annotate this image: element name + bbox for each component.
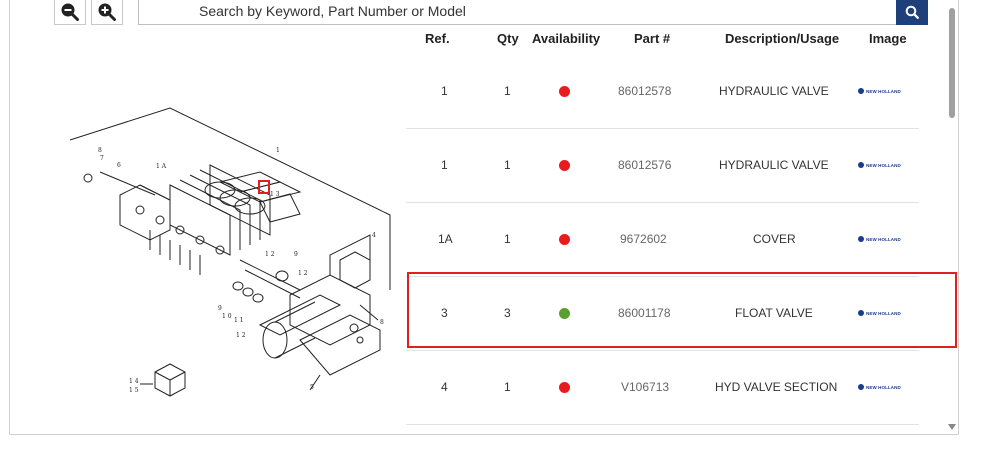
row-qty: 1 xyxy=(504,158,511,172)
header-qty: Qty xyxy=(497,31,519,46)
availability-indicator xyxy=(559,234,570,245)
callout-label: 9 xyxy=(294,251,298,258)
table-row[interactable]: 1 1 86012576 HYDRAULIC VALVE NEW HOLLAND xyxy=(406,129,919,203)
row-description: COVER xyxy=(753,232,796,246)
callout-label: 1 2 xyxy=(236,332,246,339)
leaf-icon xyxy=(858,162,864,168)
brand-logo: NEW HOLLAND xyxy=(858,162,901,168)
row-part-number[interactable]: 86012578 xyxy=(618,84,672,98)
table-row-selected[interactable]: 3 3 86001178 FLOAT VALVE NEW HOLLAND xyxy=(406,277,919,351)
search-bar xyxy=(138,0,928,25)
scroll-down-arrow-icon[interactable] xyxy=(948,424,956,430)
leaf-icon xyxy=(858,384,864,390)
row-qty: 1 xyxy=(504,380,511,394)
scroll-thumb[interactable] xyxy=(949,8,955,118)
header-ref: Ref. xyxy=(425,31,450,46)
table-row[interactable]: 1A 1 9672602 COVER NEW HOLLAND xyxy=(406,203,919,277)
table-row[interactable]: 4 1 V106713 HYD VALVE SECTION NEW HOLLAN… xyxy=(406,351,919,425)
row-ref: 4 xyxy=(441,380,448,394)
search-icon xyxy=(905,5,919,19)
row-description: HYDRAULIC VALVE xyxy=(719,158,829,172)
row-description: HYD VALVE SECTION xyxy=(715,380,838,394)
availability-indicator xyxy=(559,160,570,171)
header-availability: Availability xyxy=(532,31,601,46)
zoom-out-button[interactable] xyxy=(54,0,86,25)
row-qty: 1 xyxy=(504,232,511,246)
callout-label: 1 4 xyxy=(129,378,139,385)
row-description: FLOAT VALVE xyxy=(735,306,813,320)
callout-label: 1 2 xyxy=(265,251,275,258)
callout-label: 6 xyxy=(117,162,121,169)
callout-label: 8 xyxy=(380,319,384,326)
row-part-number[interactable]: 86012576 xyxy=(618,158,672,172)
leaf-icon xyxy=(858,236,864,242)
leaf-icon xyxy=(858,88,864,94)
header-image: Image xyxy=(869,31,907,46)
row-ref: 1 xyxy=(441,84,448,98)
callout-label: 8 xyxy=(98,147,102,154)
row-ref: 1A xyxy=(438,232,453,246)
brand-logo: NEW HOLLAND xyxy=(858,88,901,94)
zoom-in-button[interactable] xyxy=(91,0,123,25)
table-row[interactable]: 1 1 86012578 HYDRAULIC VALVE NEW HOLLAND xyxy=(406,55,919,129)
row-description: HYDRAULIC VALVE xyxy=(719,84,829,98)
callout-label: 4 xyxy=(372,232,376,239)
leaf-icon xyxy=(858,310,864,316)
callout-label: 1 A xyxy=(156,163,167,170)
parts-table-body: 1 1 86012578 HYDRAULIC VALVE NEW HOLLAND… xyxy=(406,55,919,425)
callout-label: 1 3 xyxy=(270,191,280,198)
callout-label: 1 1 xyxy=(234,317,244,324)
zoom-out-icon xyxy=(61,3,79,21)
row-qty: 1 xyxy=(504,84,511,98)
callout-label: 1 xyxy=(276,147,280,154)
callout-label: 1 2 xyxy=(298,270,308,277)
availability-indicator xyxy=(559,308,570,319)
callout-label: 1 5 xyxy=(129,387,139,394)
search-button[interactable] xyxy=(896,0,928,25)
brand-logo: NEW HOLLAND xyxy=(858,310,901,316)
row-part-number[interactable]: 9672602 xyxy=(620,232,667,246)
availability-indicator xyxy=(559,382,570,393)
row-ref: 1 xyxy=(441,158,448,172)
availability-indicator xyxy=(559,86,570,97)
highlighted-callout-marker[interactable] xyxy=(258,180,270,194)
row-part-number[interactable]: V106713 xyxy=(621,380,670,394)
search-input[interactable] xyxy=(199,0,839,22)
row-ref: 3 xyxy=(441,306,448,320)
callout-label: 5 xyxy=(310,384,314,391)
parts-table-header: Ref. Qty Availability Part # Description… xyxy=(406,31,919,49)
callout-label: 7 xyxy=(100,155,104,162)
header-part-number: Part # xyxy=(634,31,671,46)
header-description: Description/Usage xyxy=(725,31,840,46)
parts-catalog-panel: 1 1 A 6 7 8 1 3 4 1 2 9 1 2 9 1 0 1 1 1 … xyxy=(9,0,959,435)
exploded-parts-diagram[interactable]: 1 1 A 6 7 8 1 3 4 1 2 9 1 2 9 1 0 1 1 1 … xyxy=(60,100,400,405)
callout-label: 9 xyxy=(218,305,222,312)
callout-label: 1 0 xyxy=(222,313,232,320)
row-part-number[interactable]: 86001178 xyxy=(618,306,671,320)
brand-logo: NEW HOLLAND xyxy=(858,236,901,242)
brand-logo: NEW HOLLAND xyxy=(858,384,901,390)
zoom-in-icon xyxy=(98,3,116,21)
vertical-scrollbar[interactable] xyxy=(946,0,958,434)
row-qty: 3 xyxy=(504,306,511,320)
